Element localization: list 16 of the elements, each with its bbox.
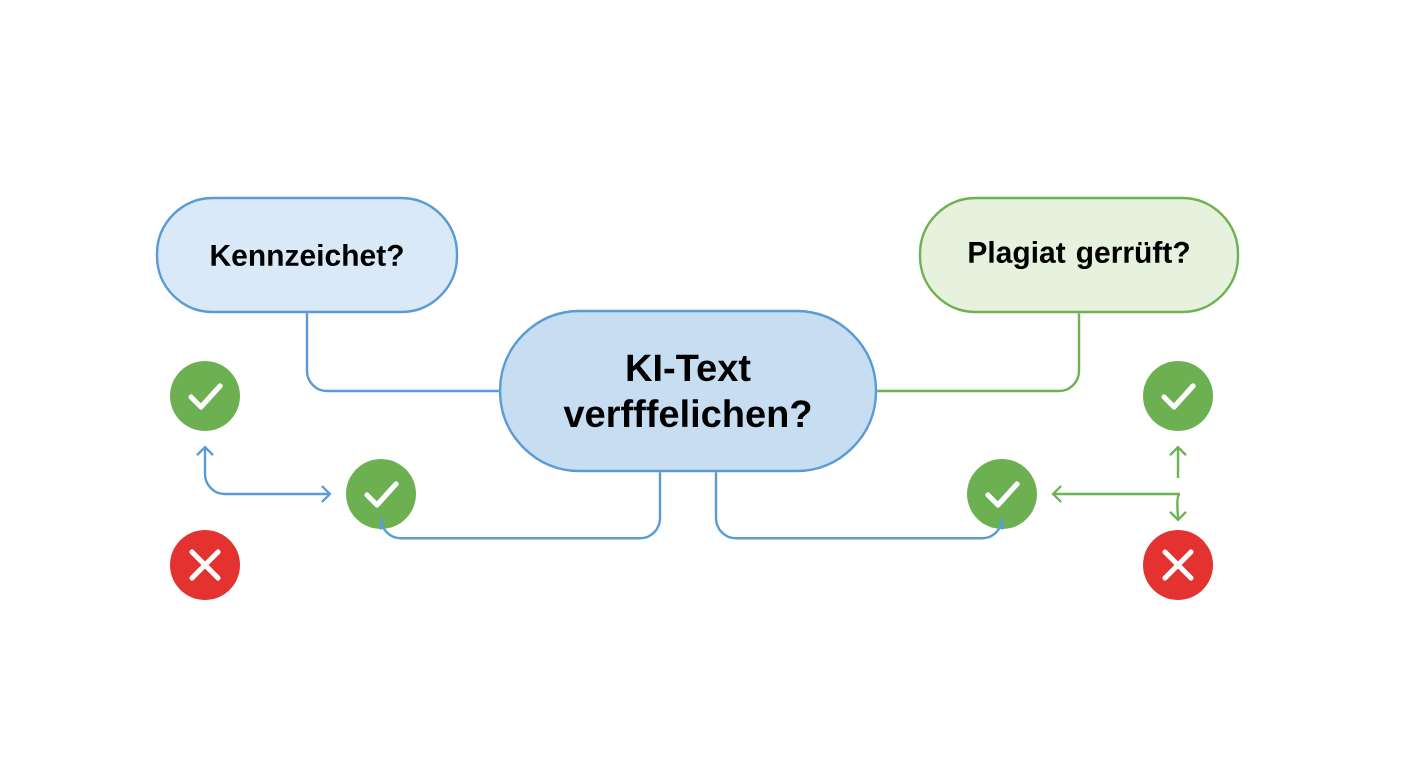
connector xyxy=(196,445,332,503)
check-icon xyxy=(1143,361,1213,431)
check-icon xyxy=(170,361,240,431)
check-icon xyxy=(346,459,416,529)
connector xyxy=(305,313,499,393)
cross-icon xyxy=(1143,530,1213,600)
check-icon xyxy=(967,459,1037,529)
connector xyxy=(379,472,662,540)
connector xyxy=(1169,445,1187,478)
connector xyxy=(877,313,1081,393)
connector xyxy=(714,472,1004,540)
decision-box: KI-Text verfffelichen? xyxy=(498,309,878,473)
cross-icon xyxy=(170,530,240,600)
decision-box: Plagiat gerrüft? xyxy=(918,196,1240,314)
connector xyxy=(1051,485,1187,522)
decision-box: Kennzeichet? xyxy=(155,196,459,314)
